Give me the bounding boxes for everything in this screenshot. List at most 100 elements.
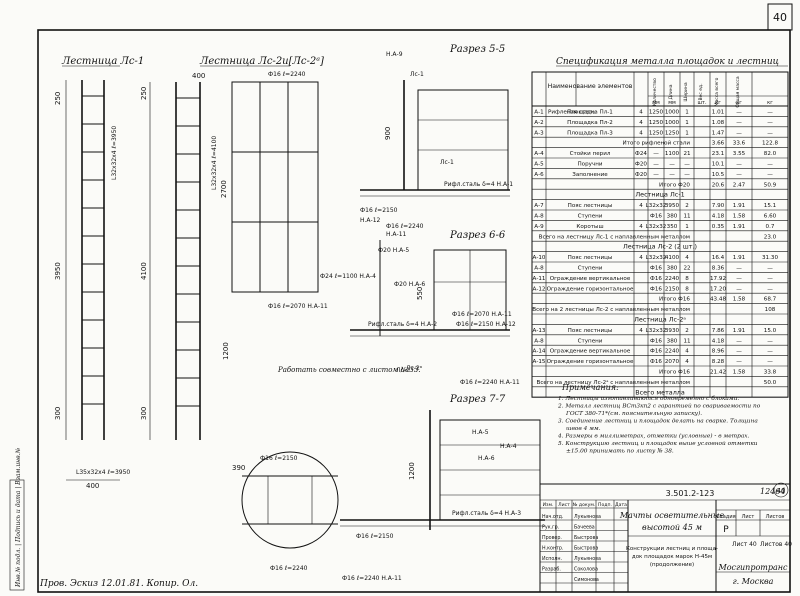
sec66-rod-20: Ф20 Н.А-5 (378, 247, 409, 254)
spec-row-lc2: 4 (685, 255, 689, 261)
lc1-dim-400: 400 (86, 482, 99, 490)
spec-row-lc2a: — (767, 349, 773, 355)
spec-row-lc1: 1.91 (733, 203, 746, 209)
spec-row-lc1: 1 (685, 224, 689, 230)
plan-rod-label: Ф16 ℓ=2150 (260, 455, 298, 462)
spec-row: 1100 (665, 151, 680, 157)
section-6-6-title: Разрез 6-6 (449, 230, 506, 241)
spec-row-lc1: L32x32 (646, 224, 667, 230)
spec-row: — (767, 162, 773, 168)
spec-row: — (767, 172, 773, 178)
section-5-5 (360, 80, 510, 197)
spec-row-lc2: Ф16 (650, 276, 662, 282)
page-number: 40 (773, 11, 787, 24)
lc2-title: Лестница Лс-2и[Лс-2ᵃ] (199, 56, 324, 67)
spec-total-lc2-f16: Итого Ф16 (659, 297, 690, 303)
sec66-rod-20b: Ф20 Н.А-6 (394, 281, 425, 288)
spec-total-row-v2: 2.47 (733, 182, 746, 188)
spec-row: Заполнение (572, 172, 608, 178)
spec-row-lc1: Пояс лестницы (568, 203, 613, 209)
spec-total-lc2a-v3: 50.0 (764, 380, 777, 386)
stamp-person-role: Провер. (542, 535, 562, 541)
spec-row-lc2: 17.92 (710, 276, 726, 282)
spec-row-lc2: Ф16 (650, 286, 662, 292)
spec-row: Рифленая сталь (548, 110, 596, 116)
spec-row-lc2a: А-14 (533, 349, 546, 355)
spec-row: — (736, 120, 742, 126)
spec-row: Площадка Пл-3 (567, 130, 613, 136)
stamp-person-role: Разраб. (542, 567, 561, 573)
lc2-rod-label: Ф16 ℓ=2240 (268, 71, 306, 78)
spec-row: — (669, 172, 675, 178)
spec-row-lc1: L32x32 (646, 203, 667, 209)
stamp-person-name: Лукьянова (574, 514, 601, 520)
spec-row-lc1: А-9 (534, 224, 544, 230)
sec55-dim-900: 900 (384, 127, 392, 140)
plan-rod-label-2: Ф16 ℓ=2240 (270, 565, 308, 572)
spec-row-lc2: Пояс лестницы (568, 255, 613, 261)
spec-row-lc1: А-8 (534, 214, 544, 220)
spec-row: А-1 (534, 110, 544, 116)
note-item-5: 5. Конструкцию лестниц и площадок выше у… (558, 441, 758, 447)
spec-row-lc1: 3950 (665, 203, 680, 209)
side-stamp-strip (9, 479, 25, 591)
note-item-5: ±15.00 принимать по листу № 38. (566, 448, 674, 455)
sec66-rod-24: Ф24 ℓ=1100 Н.А-4 (320, 273, 376, 280)
spec-row-lc2a: 7.86 (712, 328, 725, 334)
sec55-lc1b: Лс-1 (440, 159, 454, 166)
spec-row-lc2: А-12 (533, 286, 546, 292)
spec-total-lc1-v3: 23.0 (764, 234, 777, 240)
spec-total-lc2-f16-v1: 43.48 (710, 297, 726, 303)
stamp-person-role: Рук.гр. (542, 525, 559, 531)
stamp-org-1: Мосгипротранс (718, 563, 789, 572)
spec-total-row-v3: 122.8 (762, 141, 778, 147)
spec-total-lc2-v3: 108 (765, 307, 776, 313)
spec-row-lc2: 380 (667, 266, 678, 272)
note-item-4: 4. Размеры в миллиметрах, отметки (услов… (557, 433, 750, 440)
sec77-na6: Н.А-6 (478, 455, 495, 462)
spec-row: — (653, 172, 659, 178)
plan-dim-390: 390 (232, 464, 245, 472)
stamp-page-circle (773, 482, 789, 498)
sec66-lc2: Лс-2 (396, 367, 410, 374)
spec-total-lc2: Всего на 2 лестницы Лс-2 с наплавленным … (532, 307, 690, 313)
sec66-rod-2070: Ф16 ℓ=2070 Н.А-11 (452, 311, 512, 318)
lc2-dim-300: 300 (140, 407, 148, 420)
spec-row: Ф24 (635, 151, 647, 157)
spec-total-lc2a-f16-v1: 21.42 (710, 370, 726, 376)
spec-header-4: Вес ед. (698, 83, 704, 100)
stamp-org-2: г. Москва (733, 577, 774, 586)
stamp-desc-3: (продолжение) (650, 562, 694, 568)
joint-note: Работать совместно с листом № 33. (277, 366, 421, 374)
spec-row-lc2: 2240 (665, 276, 680, 282)
spec-grand-total: Всего металла (635, 388, 685, 396)
spec-row-lc1: 380 (667, 214, 678, 220)
spec-row-lc2: 16.4 (712, 255, 725, 261)
spec-row: 1000 (665, 120, 680, 126)
spec-row: — (684, 162, 690, 168)
spec-row: А-5 (534, 162, 544, 168)
spec-row: — (653, 151, 659, 157)
spec-row: — (669, 162, 675, 168)
spec-row-lc1: 2 (685, 203, 689, 209)
spec-row-lc2a: Ф16 (650, 349, 662, 355)
spec-row-lc2: 17.20 (710, 286, 726, 292)
spec-row-lc2a: — (736, 359, 742, 365)
sec55-rod-2150: Ф16 ℓ=2150 (360, 207, 398, 214)
spec-total-lc2a: Всего на лестницу Лс-2ᵃ с наплавленным м… (536, 380, 690, 386)
sec66-plate: Рифл.сталь δ=4 Н.А-2 (368, 321, 437, 328)
stamp-person-name: Симонова (574, 577, 599, 583)
spec-row-lc2a: Ступени (578, 338, 603, 344)
spec-header-3: Ширина (683, 82, 689, 101)
spec-row-lc1: 1.58 (733, 214, 746, 220)
sec55-na9: Н.А-9 (386, 51, 403, 58)
stamp-desc-1: Конструкции лестниц и площа- (626, 546, 718, 552)
stamp-col-header: Подп. (598, 502, 612, 508)
spec-row-lc2a: 11 (683, 338, 691, 344)
spec-row: 21 (683, 151, 691, 157)
sec77-lc2a: Лс-2ᵃ (406, 365, 422, 372)
spec-row-lc2: — (736, 286, 742, 292)
spec-row: 10.1 (712, 162, 725, 168)
spec-unit: кг (715, 100, 721, 106)
spec-row-lc2a: 380 (667, 338, 678, 344)
